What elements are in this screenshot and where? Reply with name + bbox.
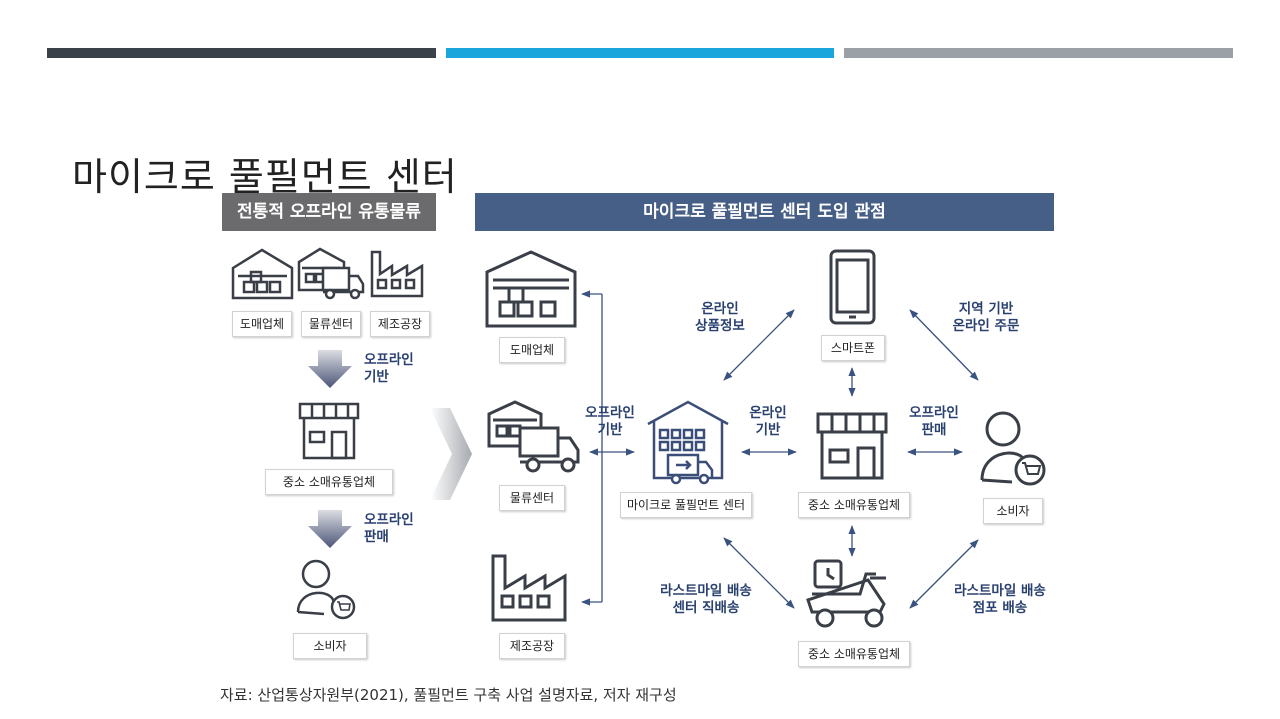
- label-wholesaler: 도매업체: [232, 311, 292, 337]
- top-bar-dark: [47, 48, 436, 58]
- label-small-retailer-delivery: 중소 소매유통업체: [798, 641, 910, 667]
- micro-fulfillment-center-icon: [647, 400, 729, 485]
- delivery-scooter-icon: [806, 559, 886, 628]
- arrow-down-icon: [308, 350, 352, 388]
- arrow-down-icon: [308, 510, 352, 548]
- label-factory: 제조공장: [370, 311, 430, 337]
- warehouse-icon: [485, 250, 577, 328]
- label-consumer: 소비자: [983, 498, 1043, 524]
- logistics-center-icon: [297, 247, 365, 300]
- label-small-retailer: 중소 소매유통업체: [798, 492, 910, 518]
- chevron-right-icon: [430, 408, 472, 500]
- label-wholesaler: 도매업체: [499, 337, 565, 363]
- consumer-icon: [296, 559, 356, 620]
- logistics-center-icon: [487, 400, 580, 473]
- consumer-icon: [980, 411, 1046, 486]
- connector-lines: [581, 290, 979, 609]
- label-micro-fulfillment-center: 마이크로 풀필먼트 센터: [620, 492, 752, 518]
- top-bar-blue: [446, 48, 834, 58]
- label-small-retailer: 중소 소매유통업체: [265, 469, 393, 495]
- factory-icon: [491, 554, 567, 622]
- factory-icon: [370, 250, 424, 298]
- slide-title: 마이크로 풀필먼트 센터: [72, 155, 458, 199]
- left-panel-header: 전통적 오프라인 유통물류: [222, 193, 436, 231]
- label-logistics-center: 물류센터: [499, 485, 565, 511]
- store-icon: [298, 402, 360, 460]
- label-consumer: 소비자: [293, 633, 367, 659]
- label-logistics-center: 물류센터: [301, 311, 361, 337]
- warehouse-icon: [231, 248, 294, 300]
- source-note: 자료: 산업통상자원부(2021), 풀필먼트 구축 사업 설명자료, 저자 재…: [220, 686, 677, 704]
- smartphone-icon: [829, 249, 876, 325]
- right-panel-header: 마이크로 풀필먼트 센터 도입 관점: [475, 193, 1054, 231]
- store-icon: [816, 412, 888, 480]
- label-smartphone: 스마트폰: [821, 335, 885, 361]
- label-factory: 제조공장: [499, 633, 565, 659]
- top-bar-gray: [844, 48, 1233, 58]
